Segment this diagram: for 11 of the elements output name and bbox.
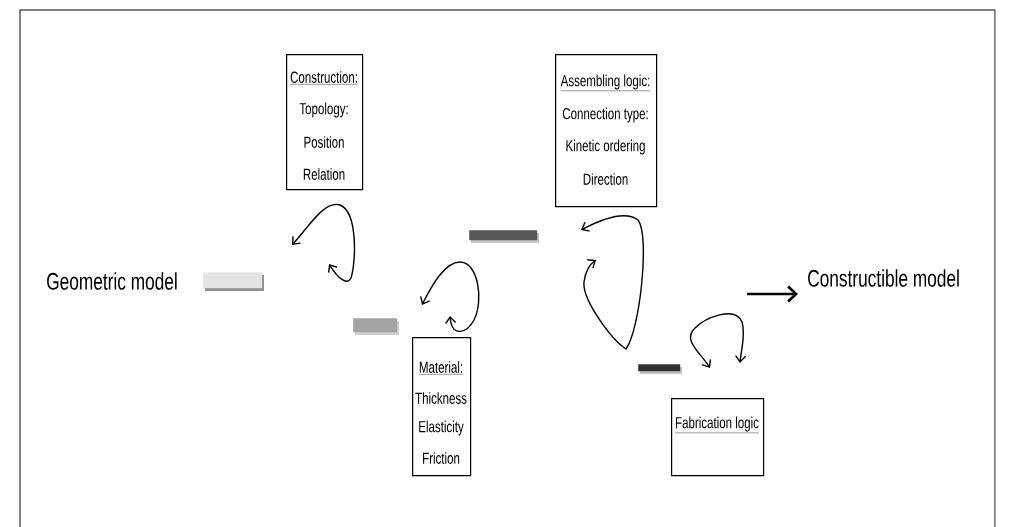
arrow — [747, 285, 798, 303]
step-bar — [469, 230, 539, 243]
property-box: Material: Thickness Elasticity Friction — [412, 337, 472, 477]
property-box: Construction: Topology: Position Relation — [286, 54, 364, 191]
step-bar — [638, 364, 682, 374]
step-bar — [203, 272, 264, 291]
step-bar — [353, 318, 399, 335]
stage-label: Constructible model — [808, 269, 959, 287]
property-box: Assembling logic: Connection type: Kinetic ordering Direction — [555, 54, 658, 208]
stage-label: Geometric model — [47, 272, 177, 290]
property-box: Fabrication logic — [671, 398, 765, 477]
